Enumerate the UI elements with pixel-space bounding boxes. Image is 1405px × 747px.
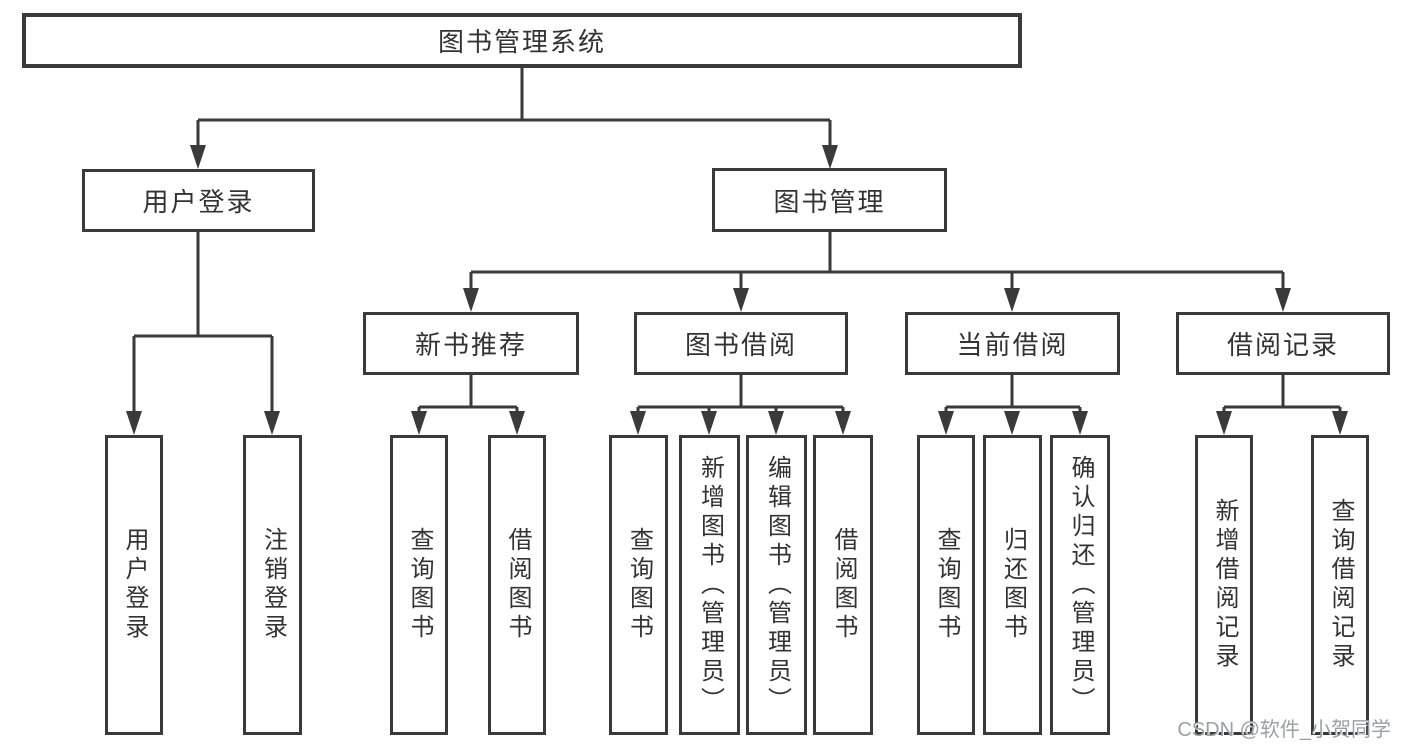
node-label: 查询图书: [933, 527, 960, 643]
node-label: 注销登录: [259, 527, 287, 643]
leaf-add-borrow-record: 新增借阅记录: [1195, 435, 1253, 735]
node-label: 借阅图书: [830, 527, 857, 643]
node-book-borrowing: 图书借阅: [634, 312, 848, 375]
node-label: 查询图书: [406, 527, 433, 643]
node-library-management-system: 图书管理系统: [22, 13, 1022, 68]
leaf-return-books: 归还图书: [983, 435, 1042, 735]
node-label: 借阅图书: [504, 527, 531, 643]
node-label: 用户登录: [142, 187, 255, 217]
leaf-borrow-books-2: 借阅图书: [813, 435, 873, 735]
node-label: 借阅记录: [1226, 330, 1339, 360]
leaf-query-books-2: 查询图书: [609, 435, 668, 735]
csdn-watermark: CSDN @软件_小贺同学: [1177, 719, 1391, 741]
leaf-query-books-1: 查询图书: [390, 435, 448, 735]
node-label: 图书管理系统: [437, 27, 606, 57]
leaf-borrow-books-1: 借阅图书: [488, 435, 546, 735]
node-label: 归还图书: [999, 527, 1027, 643]
node-current-borrowing: 当前借阅: [905, 312, 1120, 375]
node-new-book-recommend: 新书推荐: [363, 312, 579, 375]
leaf-edit-books-admin: 编辑图书（管理员）: [746, 435, 807, 735]
node-label: 图书借阅: [684, 330, 797, 360]
node-label: 新增借阅记录: [1211, 498, 1238, 672]
node-label: 编辑图书（管理员）: [763, 454, 791, 716]
node-user-login-branch: 用户登录: [82, 169, 315, 232]
node-book-management: 图书管理: [712, 168, 947, 232]
node-label: 图书管理: [773, 186, 886, 217]
node-label: 查询图书: [625, 527, 653, 643]
node-borrowing-records: 借阅记录: [1176, 312, 1390, 375]
leaf-logout: 注销登录: [243, 435, 302, 735]
node-label: 查询借阅记录: [1327, 498, 1354, 672]
leaf-confirm-return-admin: 确认归还（管理员）: [1050, 435, 1110, 735]
node-label: 新增图书（管理员）: [696, 454, 724, 716]
node-label: 新书推荐: [414, 330, 527, 360]
leaf-query-borrow-record: 查询借阅记录: [1311, 435, 1369, 735]
leaf-add-books-admin: 新增图书（管理员）: [679, 435, 740, 735]
node-label: 用户登录: [121, 527, 148, 643]
leaf-user-login: 用户登录: [105, 435, 163, 735]
node-label: 确认归还（管理员）: [1067, 454, 1094, 716]
node-label: 当前借阅: [956, 330, 1069, 360]
leaf-query-books-3: 查询图书: [917, 435, 975, 735]
